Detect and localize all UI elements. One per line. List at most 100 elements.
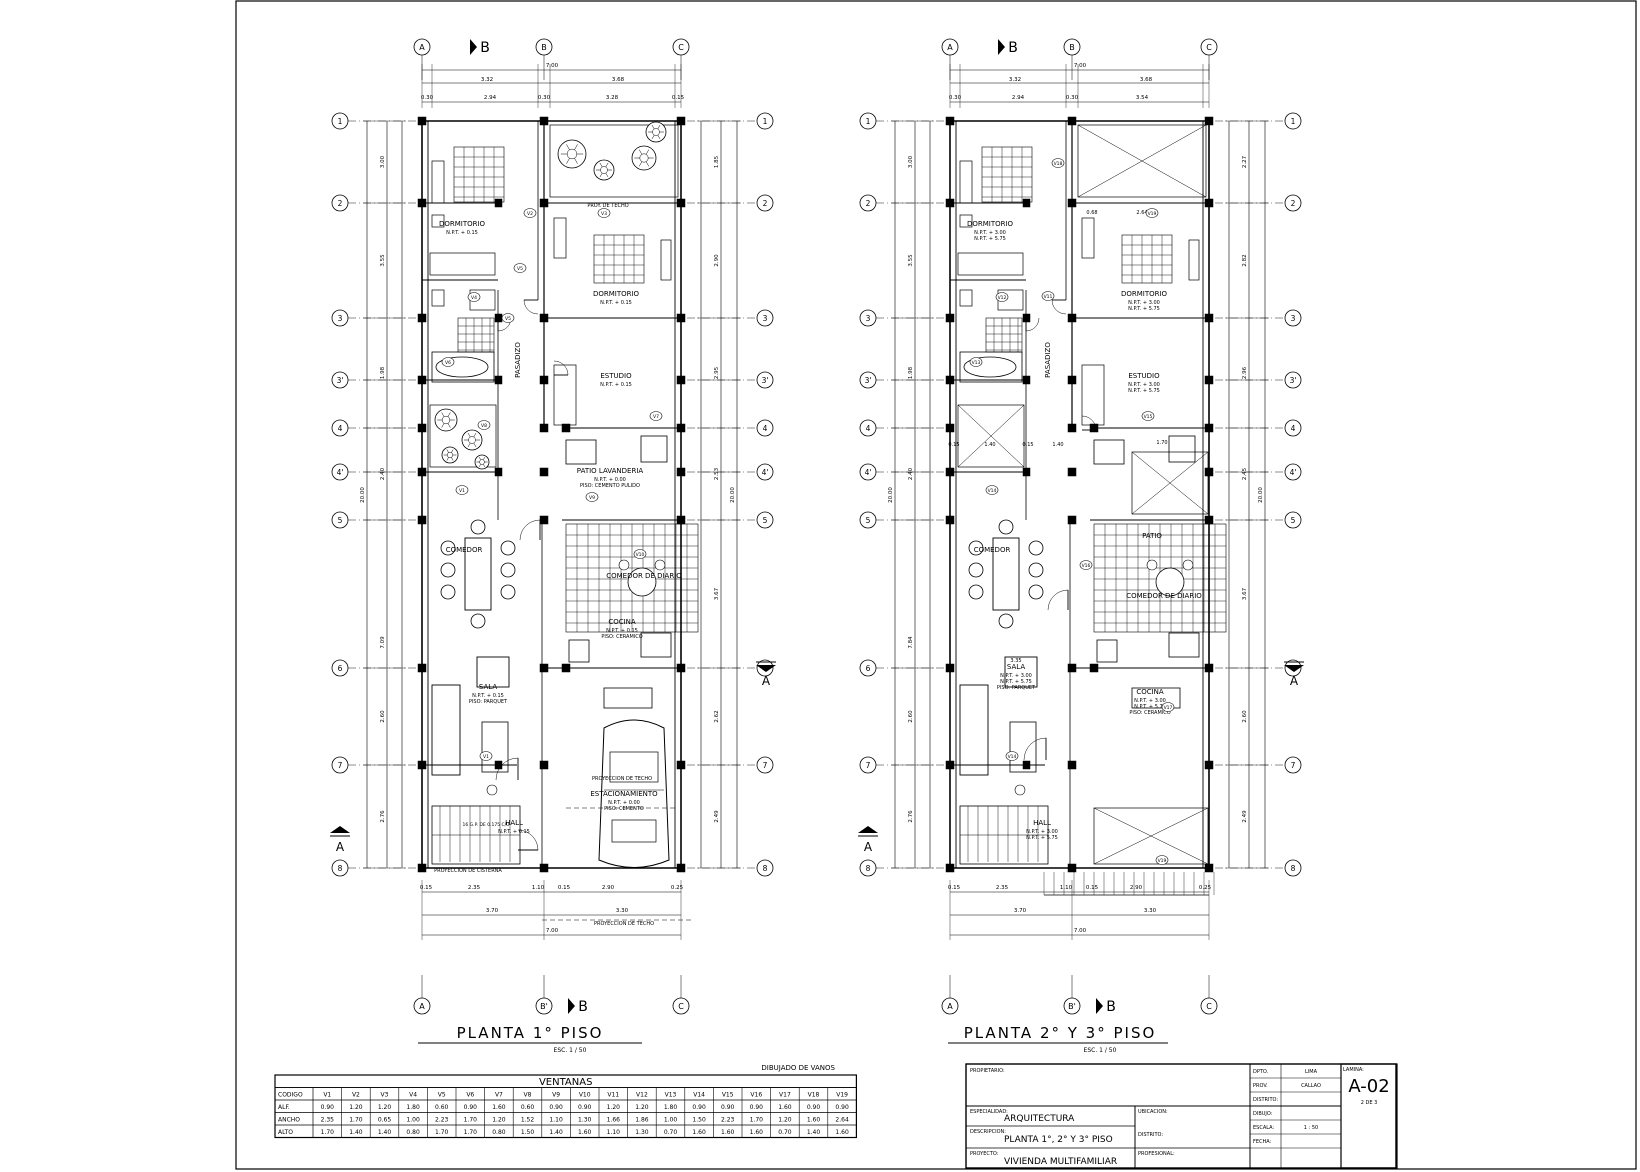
section-a-marker: [756, 665, 776, 672]
axis-bubble: [1284, 194, 1302, 212]
axis-bubble-label: 1: [338, 117, 343, 126]
dim-text: 2.45: [1242, 467, 1248, 480]
structural-column: [417, 116, 427, 126]
axis-bubble: [1284, 511, 1302, 529]
dim-text: 2.94: [484, 95, 497, 101]
tb-especialidad-label: ESPECIALIDAD:: [970, 1109, 1008, 1115]
axis-bubble: [1284, 371, 1302, 389]
car-windshield: [609, 751, 659, 783]
window-tag: [1145, 208, 1159, 218]
structural-column: [417, 663, 427, 673]
dim-text: 0.30: [421, 95, 434, 101]
chair: [968, 584, 984, 600]
chair: [1028, 584, 1044, 600]
tb-proyecto-value: VIVIENDA MULTIFAMILIAR: [1004, 1157, 1117, 1167]
dim-text: 0.15: [558, 885, 571, 891]
dim-text: 2.90: [714, 254, 720, 267]
room-name: PASADIZO: [514, 342, 522, 378]
room-name: ESTACIONAMIENTO: [590, 790, 658, 798]
parked-car: [598, 719, 670, 868]
table-cell: 1.00: [406, 1117, 420, 1124]
note-roof-projection: PROYECCION DE TECHO: [592, 776, 652, 782]
planter-shrub: [441, 446, 459, 464]
kitchen-tile-grid: [565, 523, 699, 633]
structural-column: [539, 663, 549, 673]
dim-text: 3.00: [380, 155, 386, 168]
table-cell: 1.52: [521, 1117, 535, 1124]
door-entry: [517, 829, 539, 851]
door-arc: [1023, 737, 1047, 761]
dim-text: 7.00: [1074, 928, 1087, 934]
closet: [431, 160, 445, 204]
room-name: ESTUDIO: [1128, 372, 1160, 380]
tile-border: [453, 146, 505, 203]
room-label: PASADIZO: [1044, 342, 1052, 378]
room-level: N.P.T. + 5.75: [1128, 388, 1160, 394]
dim-text: 2.40: [908, 467, 914, 480]
table-cell: 0.70: [778, 1129, 792, 1136]
table-cell: 1.60: [578, 1129, 592, 1136]
table-cell: 1.30: [635, 1129, 649, 1136]
room-level: N.P.T. + 5.75: [974, 236, 1006, 242]
table-cell: 1.80: [664, 1104, 678, 1111]
room-name: COCINA: [608, 618, 636, 626]
room-label: PASADIZO: [514, 342, 522, 378]
axis-bubble-label: 7: [338, 761, 343, 770]
axis-bubble-label: 1: [1291, 117, 1296, 126]
hall-closet: [957, 252, 1024, 276]
chair: [1028, 562, 1044, 578]
room-floor-finish: PISO: PARQUET: [997, 685, 1036, 691]
dim-text: 3.55: [380, 254, 386, 267]
window-tag: [1161, 702, 1175, 712]
table-cell: 0.70: [664, 1129, 678, 1136]
table-cell: 0.60: [521, 1104, 535, 1111]
chair: [968, 540, 984, 556]
door-dormitorio: [1051, 299, 1067, 315]
table-cell: V13: [665, 1092, 677, 1099]
window-tag: [1005, 751, 1019, 761]
structural-column: [1204, 663, 1214, 673]
dim-text: 2.90: [1130, 885, 1143, 891]
axis-bubble-label: 7: [763, 761, 768, 770]
table-cell: 0.90: [464, 1104, 478, 1111]
structural-column: [1022, 313, 1031, 323]
axis-bubble: [1284, 309, 1302, 327]
stove: [1168, 632, 1200, 658]
section-a-label: A: [864, 840, 873, 854]
room-level: N.P.T. + 3.00: [1128, 382, 1160, 388]
sofa: [959, 684, 989, 776]
table-cell: 1.60: [778, 1104, 792, 1111]
axis-bubble: [756, 419, 774, 437]
window-tag: [523, 208, 537, 218]
dim-text: 20.00: [1258, 487, 1264, 503]
dim-text: 3.54: [1136, 95, 1149, 101]
axis-bubble-label: 4': [762, 468, 769, 477]
table-cell: ALF.: [278, 1104, 290, 1111]
dim-text: 2.82: [1242, 254, 1248, 266]
table-cell: ALTO: [278, 1129, 293, 1136]
tb-escala-value: 1 : 50: [1304, 1125, 1318, 1131]
window-tag-label: V13: [972, 360, 981, 366]
room-level: N.P.T. + 3.00: [1000, 673, 1032, 679]
title-block: PROPIETARIO: DPTO. LIMA PROV. CALLAO DIS…: [965, 1063, 1398, 1169]
table-cell: 1.70: [349, 1117, 363, 1124]
table-cell: 1.20: [635, 1104, 649, 1111]
axis-bubble-label: 3': [762, 376, 769, 385]
axis-bubble-label: 8: [1291, 864, 1296, 873]
axis-bubble-label: B: [541, 43, 547, 52]
chair: [470, 613, 486, 629]
chair: [500, 584, 516, 600]
closet: [553, 217, 567, 259]
dim-text: 3.70: [1014, 908, 1027, 914]
section-b-label: B: [1008, 40, 1018, 56]
dim-text: 0.30: [1066, 95, 1079, 101]
window-tag: [477, 420, 491, 430]
structural-column: [539, 375, 549, 385]
shrub-core: [639, 153, 649, 163]
axis-bubble-label: 8: [338, 864, 343, 873]
door-dormitorio: [523, 299, 539, 315]
table-cell: V2: [352, 1092, 360, 1099]
axis-bubble-label: 3: [338, 314, 343, 323]
